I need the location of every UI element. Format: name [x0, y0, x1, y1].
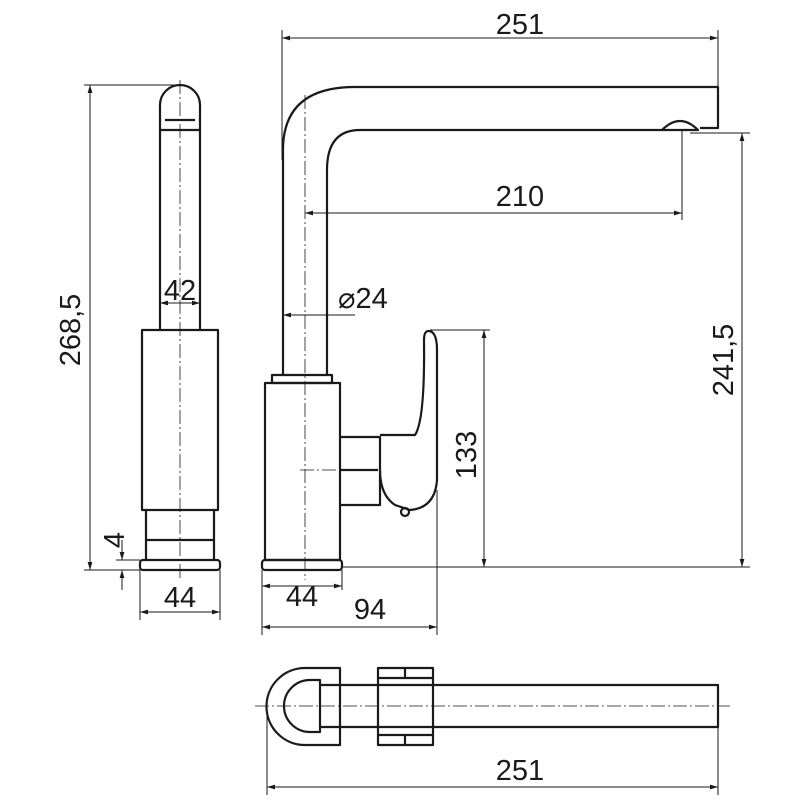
side-tube — [158, 83, 202, 330]
dim-body-handle-width: 94 — [354, 594, 386, 626]
side-view: 42 268,5 4 44 — [55, 80, 222, 620]
dim-tube-diameter: ⌀24 — [338, 283, 388, 315]
dim-base-gap: 4 — [99, 532, 131, 548]
dim-tube-width: 42 — [164, 275, 196, 307]
dim-spout-height: 241,5 — [708, 324, 740, 397]
body — [263, 381, 342, 562]
collar — [270, 373, 334, 385]
dim-plan-length: 251 — [496, 755, 544, 787]
side-connection — [340, 435, 382, 507]
dim-front-base-width: 44 — [286, 581, 318, 613]
dim-top-length: 251 — [496, 9, 544, 41]
plan-view: 251 — [255, 666, 730, 795]
dim-handle-height: 133 — [451, 431, 483, 479]
handle-lever — [378, 329, 439, 512]
base — [260, 558, 344, 572]
dim-spout-reach: 210 — [496, 181, 544, 213]
dim-side-base-width: 44 — [164, 582, 196, 614]
front-view: 251 210 ⌀24 241,5 133 44 94 — [260, 9, 750, 635]
aerator — [660, 119, 700, 132]
dim-total-height: 268,5 — [55, 294, 87, 367]
spout — [281, 85, 720, 375]
plan-base — [265, 666, 342, 747]
plan-handle — [376, 666, 435, 747]
